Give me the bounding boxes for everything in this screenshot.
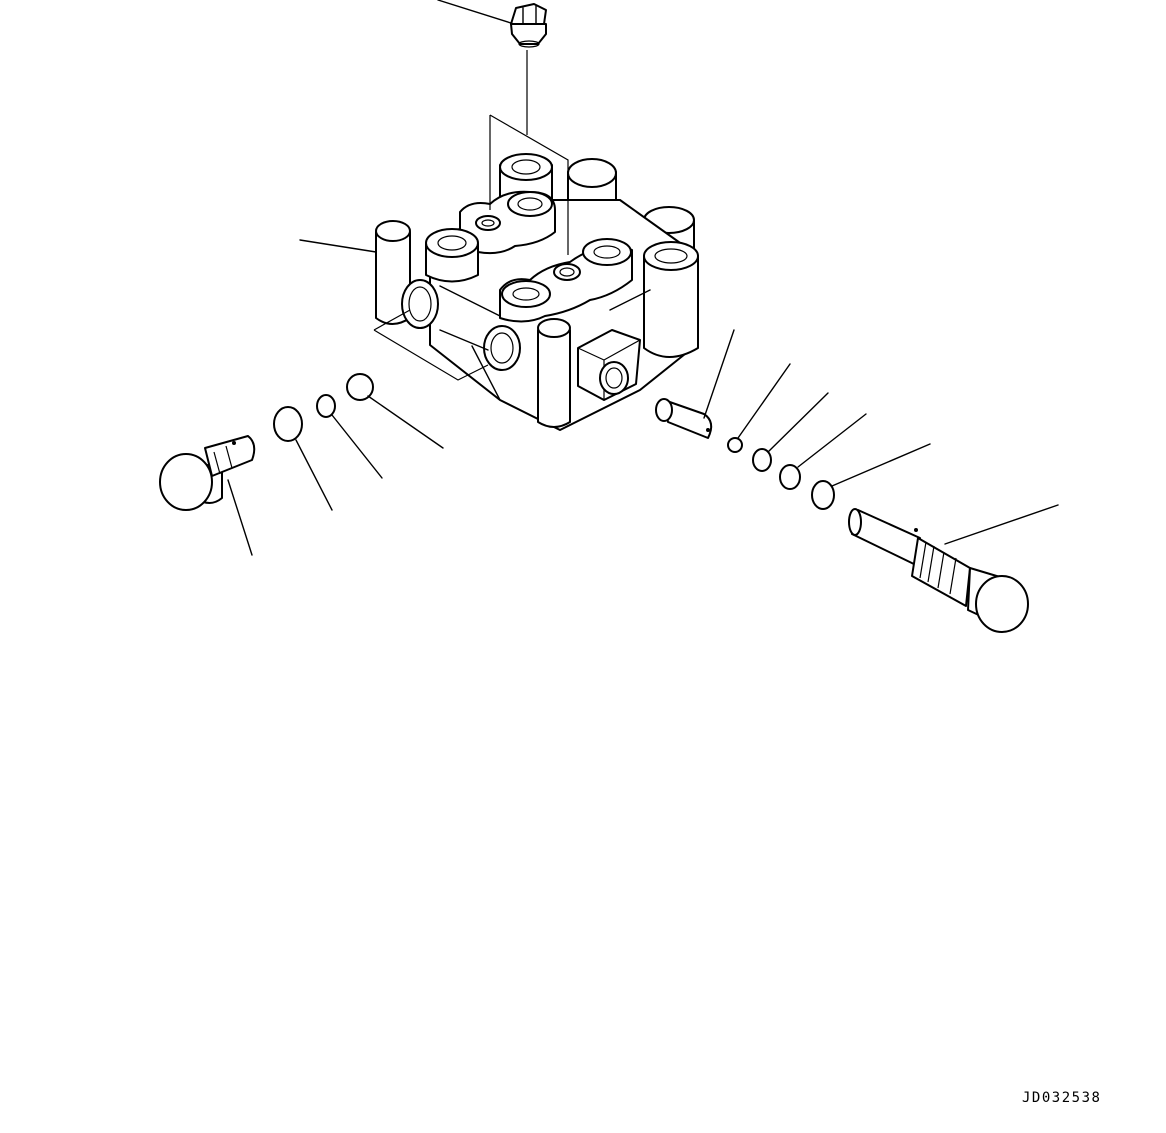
leader-line-left-seal-large (295, 439, 333, 511)
leader-line-right-ball (737, 363, 791, 439)
leader-line-left-seal-small (331, 414, 383, 479)
leader-line-left-spool (227, 479, 253, 556)
right-seal-2 (779, 464, 801, 490)
left-seal-small (316, 394, 336, 418)
drawing-code: JD032538 (1022, 1090, 1102, 1106)
left-spool (159, 435, 256, 511)
reference-lines (373, 114, 569, 381)
right-seal-1 (752, 448, 772, 472)
right-ball (727, 437, 743, 453)
leader-line-top-plug (437, 0, 515, 25)
left-seal-large (273, 406, 303, 442)
leader-line-right-spool (944, 504, 1059, 545)
leader-line-right-pin (703, 329, 735, 419)
leader-line-right-seal-1 (767, 392, 829, 453)
right-seal-3 (811, 480, 835, 510)
left-ball (346, 373, 374, 401)
leader-line-left-ball (367, 395, 444, 449)
leader-line-right-seal-3 (831, 443, 931, 487)
leader-line-right-seal-2 (797, 413, 867, 468)
top-plug (510, 3, 547, 48)
right-spool (848, 508, 1029, 633)
valve-body (375, 153, 699, 431)
right-pin (655, 398, 713, 439)
leader-line-valve-body (299, 239, 377, 253)
